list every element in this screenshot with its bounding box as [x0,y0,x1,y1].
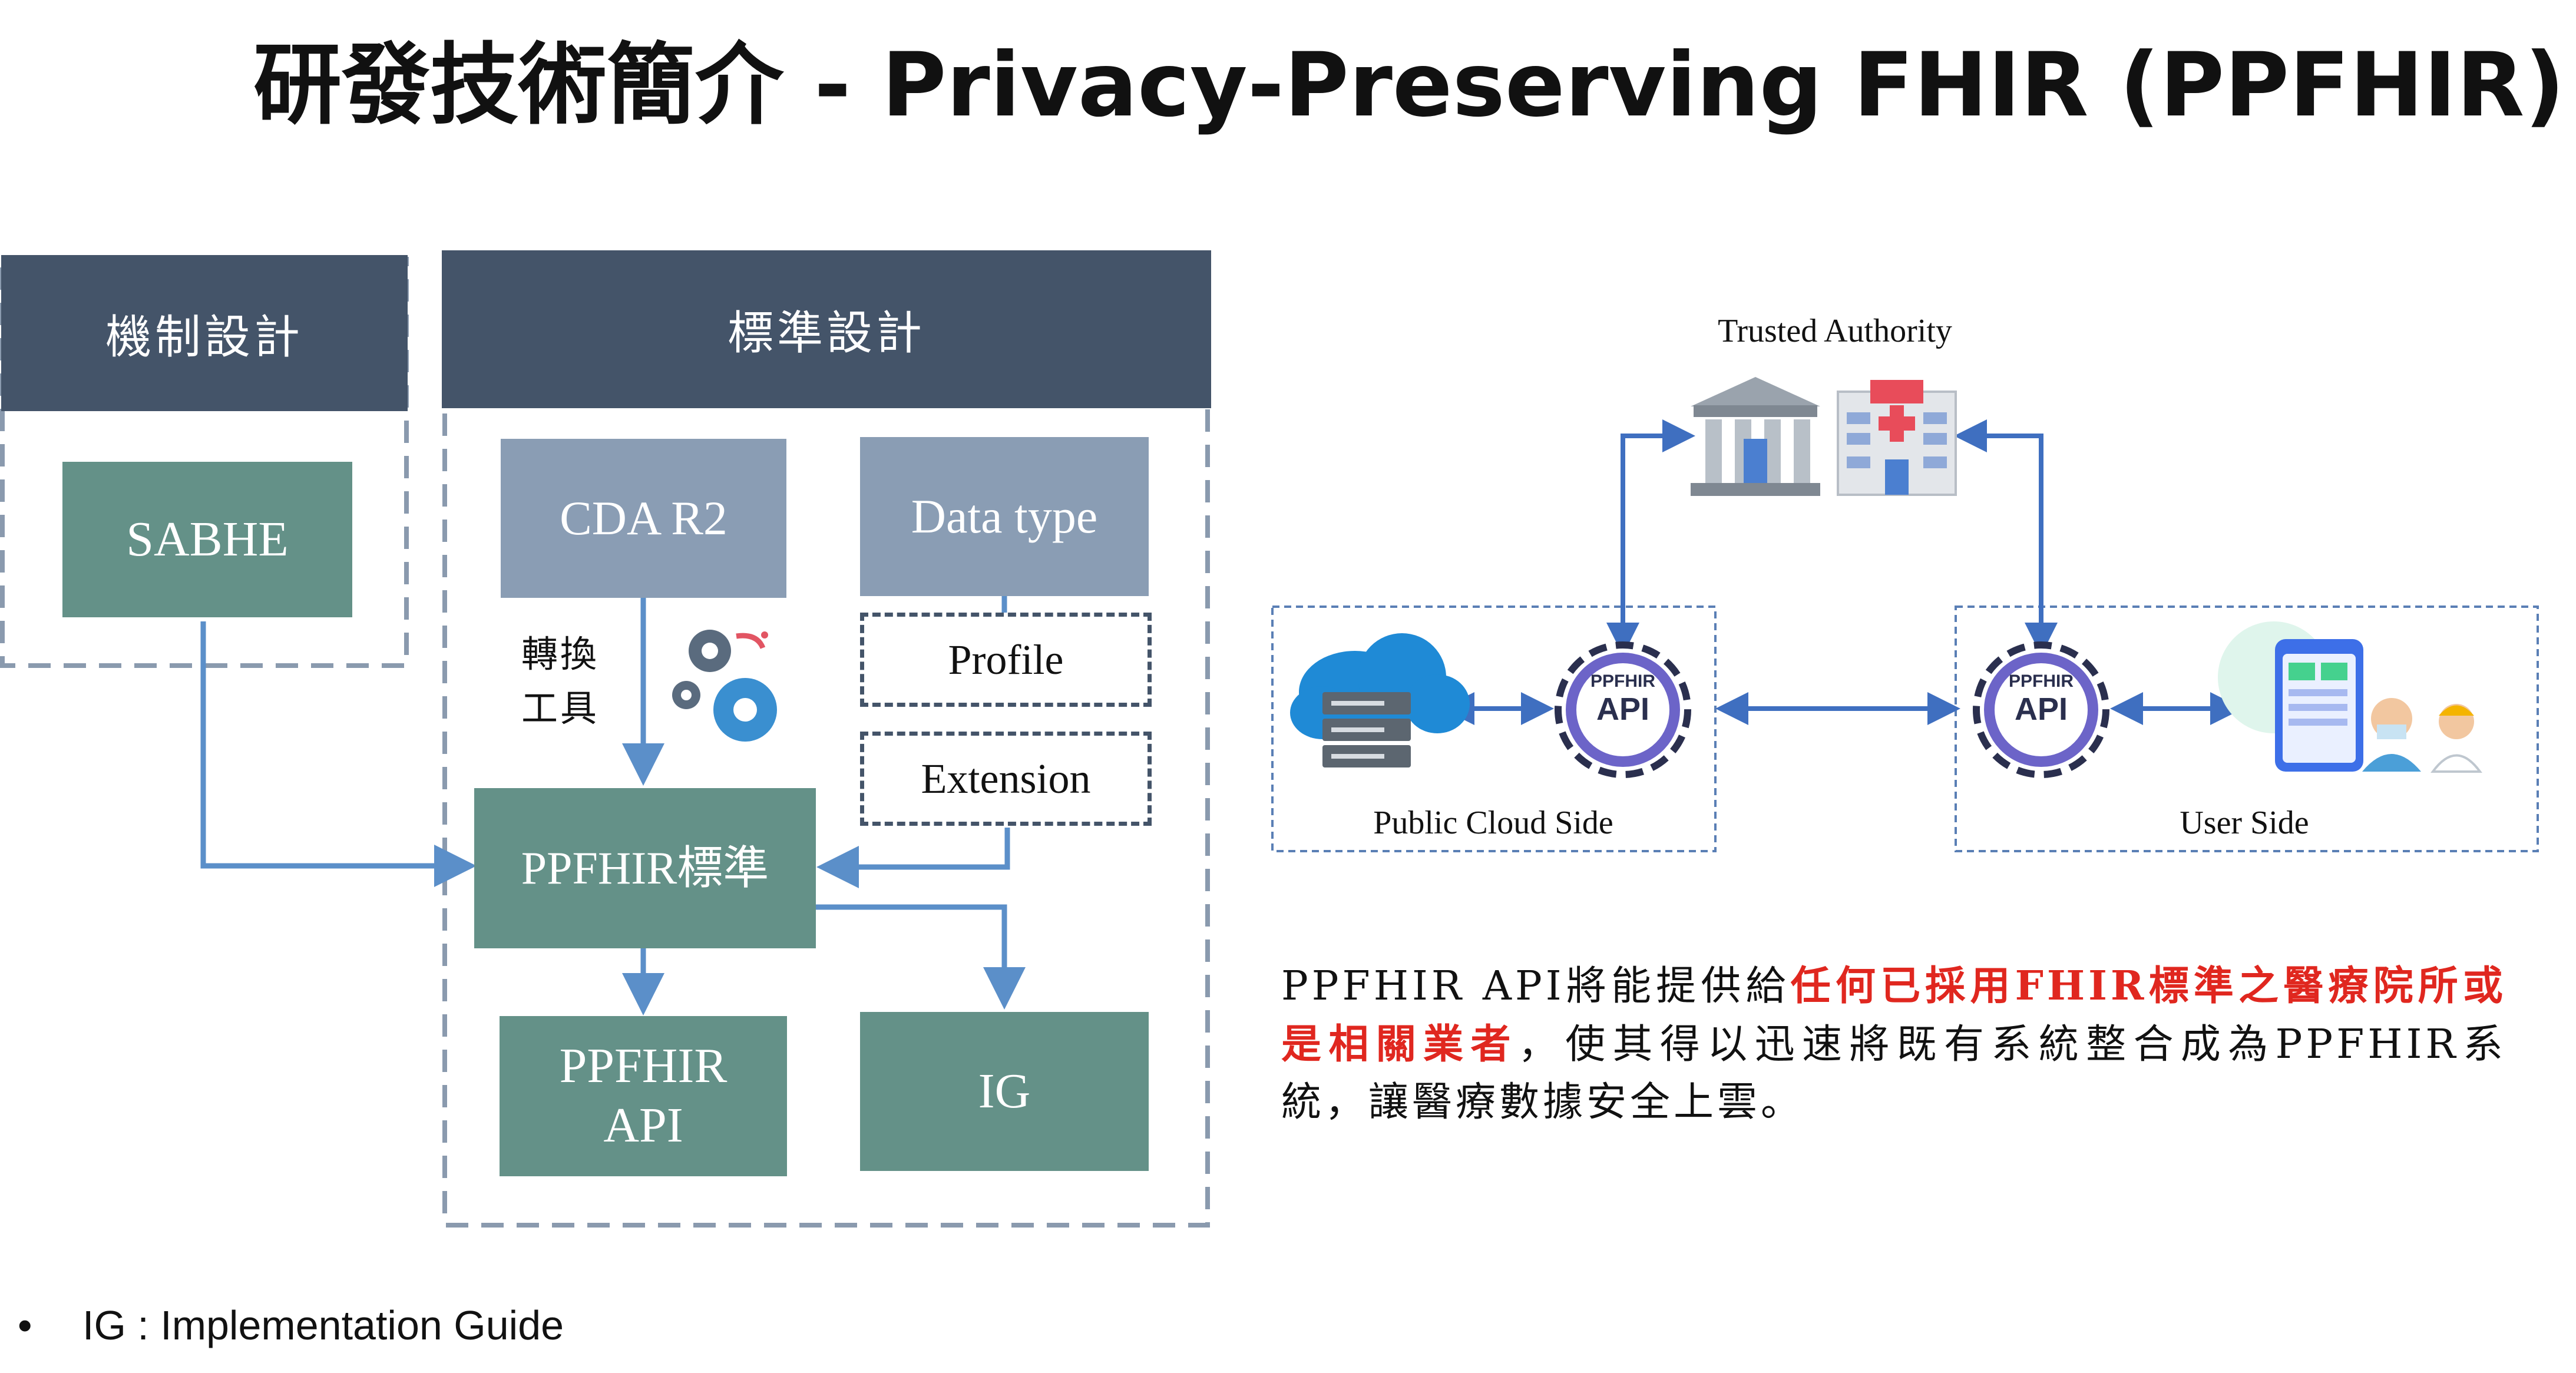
profile-box: Profile [860,613,1152,707]
ppfhir-api-box: PPFHIR API [500,1016,787,1176]
arrow-user-api-to-authority [1954,419,2058,656]
cloud-gear-big-text: API [1596,692,1650,727]
paragraph-part2: ，使其得以迅速將既有系統整合成為PPFHIR系統，讓醫療數據安全上雲。 [1281,1021,2506,1126]
conversion-tool-line1: 轉換 [521,633,600,676]
public-cloud-label: Public Cloud Side [1373,805,1613,841]
arrow-sabhe-to-standard [200,621,477,887]
standard-group-border [442,251,1210,1228]
mechanism-group-border [0,257,409,668]
cloud-api-gear-icon [1555,641,1691,778]
arrow-cloud-api-to-authority [1606,419,1695,656]
cloud-gear-small-text: PPFHIR [1590,671,1655,691]
cloud-server-icon [1290,633,1470,767]
conversion-tool-label: 轉換 工具 [521,627,616,736]
arrow-standard-to-ig [813,904,1026,1010]
government-building-icon [1691,377,1820,496]
paragraph-highlight: 任何已採用FHIR標準之醫療院所或是相關業者 [1281,962,2506,1068]
description-paragraph: PPFHIR API將能提供給任何已採用FHIR標準之醫療院所或是相關業者，使其… [1281,957,2506,1132]
footnote-text: IG : Implementation Guide [82,1302,564,1348]
cda-r2-box: CDA R2 [501,439,786,598]
user-api-gear-text: PPFHIR API [1997,671,2085,727]
footnote: • IG : Implementation Guide [18,1302,564,1349]
trusted-authority-label: Trusted Authority [1718,313,1952,349]
ppfhir-standard-box: PPFHIR標準 [474,788,816,948]
footnote-bullet: • [18,1302,32,1348]
standard-design-header: 標準設計 [442,250,1211,408]
ppfhir-api-line2: API [603,1098,683,1153]
arrow-extension-to-standard [816,828,1010,888]
cloud-region-border [1271,606,1717,852]
sabhe-box: SABHE [62,462,352,617]
page-title: 研發技術簡介 - Privacy-Preserving FHIR (PPFHIR… [253,34,2565,137]
hospital-building-icon [1837,380,1957,496]
ig-box: IG [860,1012,1149,1171]
extension-box: Extension [860,732,1152,826]
gears-icon [672,630,777,742]
cloud-api-gear-text: PPFHIR API [1579,671,1667,727]
user-api-gear-icon [1973,641,2109,778]
mobile-app-doctor-patient-icon [2218,621,2482,773]
ppfhir-api-line1: PPFHIR [559,1038,728,1094]
data-type-box: Data type [860,437,1149,596]
mechanism-design-header: 機制設計 [1,255,408,411]
user-gear-big-text: API [2014,692,2068,727]
user-side-label: User Side [2180,805,2309,841]
paragraph-part1: PPFHIR API將能提供給 [1281,963,1791,1010]
user-gear-small-text: PPFHIR [2008,671,2074,691]
conversion-tool-line2: 工具 [521,687,600,730]
